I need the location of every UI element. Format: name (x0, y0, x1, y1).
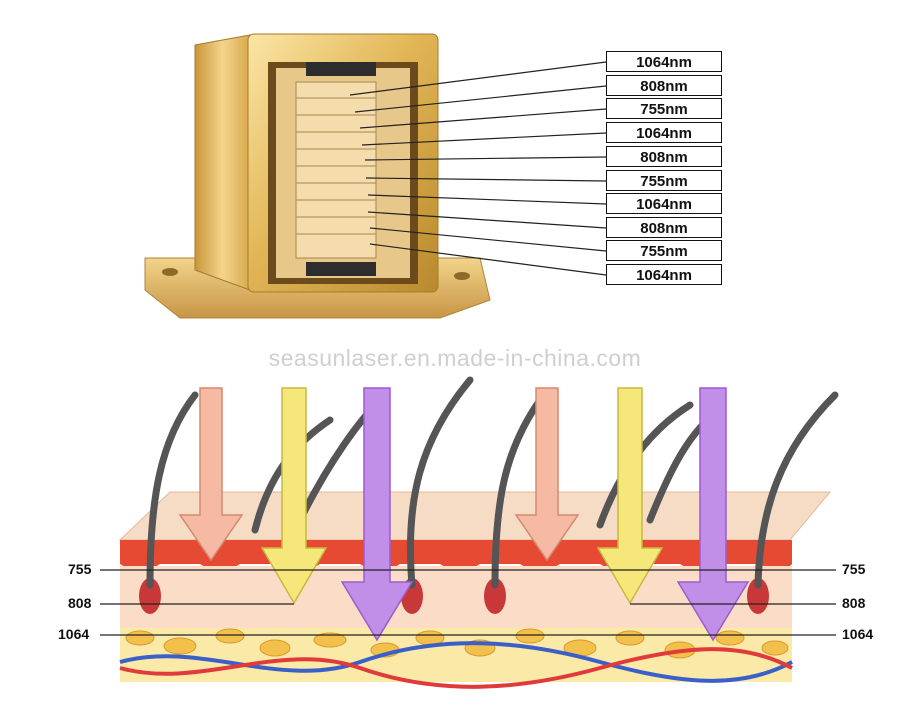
wavelength-label: 1064nm (606, 122, 722, 143)
wavelength-label: 808nm (606, 75, 722, 96)
wavelength-label: 755nm (606, 240, 722, 261)
depth-label-left: 1064 (58, 626, 90, 642)
depth-label-right: 1064 (842, 626, 874, 642)
wavelength-label: 808nm (606, 146, 722, 167)
wavelength-label: 1064nm (606, 264, 722, 285)
depth-label-left: 755 (68, 561, 92, 577)
watermark: seasunlaser.en.made-in-china.com (268, 345, 642, 371)
wavelength-label: 1064nm (606, 193, 722, 214)
wavelength-label: 755nm (606, 98, 722, 119)
wavelength-label: 755nm (606, 170, 722, 191)
depth-label-right: 808 (842, 595, 866, 611)
wavelength-label: 808nm (606, 217, 722, 238)
depth-label-left: 808 (68, 595, 92, 611)
wavelength-label: 1064nm (606, 51, 722, 72)
depth-label-right: 755 (842, 561, 866, 577)
